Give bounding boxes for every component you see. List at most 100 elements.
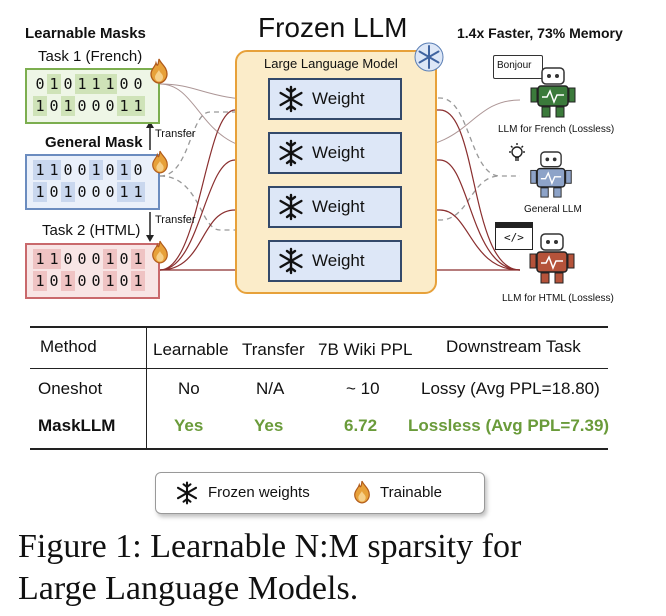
table-header-ppl: 7B Wiki PPL xyxy=(318,340,413,359)
mask-bit: 1 xyxy=(131,96,145,116)
fire-icon xyxy=(152,150,168,174)
mask-bit: 0 xyxy=(77,272,87,290)
mask-bit: 1 xyxy=(131,249,145,269)
code-window-text: </> xyxy=(504,231,524,244)
task2-label: Task 2 (HTML) xyxy=(42,222,141,239)
mask-bit: 1 xyxy=(131,182,145,202)
mask-bit: 0 xyxy=(49,183,59,201)
table-bottom-rule xyxy=(30,448,608,450)
transfer-label-top: Transfer xyxy=(155,128,196,140)
robot-red-icon xyxy=(529,233,575,284)
legend: Frozen weights Trainable xyxy=(155,472,485,514)
mask-bit: 0 xyxy=(63,250,73,268)
table-row2-transfer: Yes xyxy=(254,416,284,435)
mask-bit: 0 xyxy=(105,183,115,201)
weight-block-4: Weight xyxy=(268,240,402,282)
mask-bit: 1 xyxy=(61,271,75,291)
snowflake-icon xyxy=(279,193,303,221)
mask-bit: 0 xyxy=(63,75,73,93)
mask-bit: 0 xyxy=(133,75,143,93)
mask-bit: 1 xyxy=(89,74,103,94)
weight-block-1: Weight xyxy=(268,78,402,120)
transfer-label-bottom: Transfer xyxy=(155,214,196,226)
weight-label: Weight xyxy=(312,197,365,216)
mask-bit: 0 xyxy=(77,161,87,179)
mask-bit: 0 xyxy=(77,183,87,201)
speech-bubble-text: Bonjour xyxy=(497,60,532,71)
mask-bit: 0 xyxy=(91,97,101,115)
mask-bit: 0 xyxy=(119,250,129,268)
mask-bit: 1 xyxy=(47,74,61,94)
mask-bit: 1 xyxy=(75,74,89,94)
lightbulb-icon xyxy=(509,143,525,161)
speech-bubble: Bonjour xyxy=(493,55,543,79)
fire-icon xyxy=(354,480,370,504)
robot-blue-icon xyxy=(530,151,572,198)
table-header-downstream: Downstream Task xyxy=(446,337,581,356)
mask-bit: 1 xyxy=(47,160,61,180)
mask-bit: 1 xyxy=(61,96,75,116)
fire-icon xyxy=(152,240,168,264)
mask-bit: 0 xyxy=(91,183,101,201)
code-window-icon: </> xyxy=(495,222,533,250)
snowflake-icon xyxy=(279,85,303,113)
mask-bit: 1 xyxy=(117,96,131,116)
mask-bit: 1 xyxy=(61,182,75,202)
mask-bit: 0 xyxy=(77,97,87,115)
weight-label: Weight xyxy=(312,143,365,162)
weight-block-2: Weight xyxy=(268,132,402,174)
snowflake-icon xyxy=(176,481,198,505)
snowflake-icon xyxy=(414,42,444,72)
mask-bit: 1 xyxy=(33,160,47,180)
table-row2-learnable: Yes xyxy=(174,416,204,435)
table-row1-ppl: ~ 10 xyxy=(346,379,380,398)
weight-label: Weight xyxy=(312,89,365,108)
mask-bit: 1 xyxy=(103,271,117,291)
mask-bit: 0 xyxy=(63,161,73,179)
fire-icon xyxy=(150,58,168,84)
caption-line-2: Large Language Models. xyxy=(18,570,359,607)
table-header-transfer: Transfer xyxy=(242,340,305,359)
mask-bit: 0 xyxy=(77,250,87,268)
mask-bit: 1 xyxy=(131,271,145,291)
legend-trainable-label: Trainable xyxy=(380,484,442,501)
mask-bit: 0 xyxy=(35,75,45,93)
snowflake-icon xyxy=(279,247,303,275)
mask-bit: 1 xyxy=(103,74,117,94)
caption-line-1: Figure 1: Learnable N:M sparsity for xyxy=(18,528,522,565)
output-html-label: LLM for HTML (Lossless) xyxy=(502,293,614,304)
table-row1-transfer: N/A xyxy=(256,379,285,398)
table-column-divider xyxy=(146,326,147,449)
mask-bit: 0 xyxy=(49,272,59,290)
mask-bit: 0 xyxy=(119,272,129,290)
table-row2-ppl: 6.72 xyxy=(344,416,378,435)
mask-bit: 1 xyxy=(33,249,47,269)
task1-label: Task 1 (French) xyxy=(38,48,143,65)
mask-bit: 1 xyxy=(117,182,131,202)
table-row1-method: Oneshot xyxy=(38,379,103,398)
table-row1-learnable: No xyxy=(178,379,200,398)
mask-bit: 0 xyxy=(91,250,101,268)
mask-bit: 0 xyxy=(105,97,115,115)
output-french-label: LLM for French (Lossless) xyxy=(498,124,615,135)
weight-label: Weight xyxy=(312,251,365,270)
mask-bit: 0 xyxy=(105,161,115,179)
mask-bit: 1 xyxy=(33,271,47,291)
table-row1-downstream: Lossy (Avg PPL=18.80) xyxy=(421,379,600,398)
learnable-masks-title: Learnable Masks xyxy=(25,25,146,42)
table-row2-downstream: Lossless (Avg PPL=7.39) xyxy=(408,416,610,435)
table-top-rule xyxy=(30,326,608,328)
speed-memory-title: 1.4x Faster, 73% Memory xyxy=(457,25,623,41)
table-row2-method: MaskLLM xyxy=(38,416,116,435)
mask-bit: 1 xyxy=(47,249,61,269)
table-header-rule xyxy=(30,368,608,369)
mask-bit: 1 xyxy=(89,160,103,180)
